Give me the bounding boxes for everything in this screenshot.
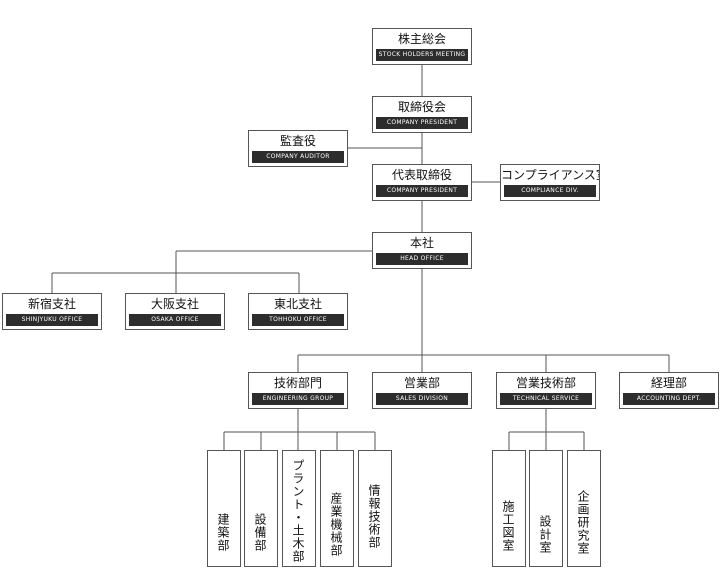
equipment-dept-label: 設備部	[253, 512, 267, 552]
auditor-sublabel: COMPANY AUDITOR	[252, 151, 344, 163]
planning-research-room-label: 企画研究室	[576, 489, 590, 555]
industrial-machinery-dept-box: 産業機械部	[320, 450, 354, 567]
head-office-sublabel: HEAD OFFICE	[376, 253, 468, 265]
construction-dept-box: 建築部	[207, 450, 241, 567]
engineering-group-box: 技術部門 ENGINEERING GROUP	[248, 372, 348, 409]
board-of-directors-label: 取締役会	[397, 100, 446, 114]
stockholders-meeting-box: 株主総会 STOCK HOLDERS MEETING	[372, 28, 472, 65]
construction-drawing-room-label: 施工図室	[501, 500, 515, 552]
engineering-group-label: 技術部門	[273, 376, 322, 390]
compliance-box: コンプライアンス室 COMPLIANCE DIV.	[500, 164, 600, 201]
board-of-directors-sublabel: COMPANY PRESIDENT	[376, 117, 468, 129]
tohoku-office-box: 東北支社 TOHHOKU OFFICE	[248, 293, 348, 330]
planning-research-room-box: 企画研究室	[567, 450, 601, 567]
technical-service-label: 営業技術部	[515, 376, 576, 390]
accounting-dept-label: 経理部	[650, 376, 687, 390]
design-room-label: 設計室	[538, 514, 552, 554]
plant-civil-dept-box: プラント・土木部	[282, 450, 316, 567]
compliance-sublabel: COMPLIANCE DIV.	[504, 185, 596, 197]
tohoku-office-label: 東北支社	[273, 297, 322, 311]
engineering-group-sublabel: ENGINEERING GROUP	[252, 393, 344, 405]
technical-service-box: 営業技術部 TECHNICAL SERVICE	[496, 372, 596, 409]
head-office-box: 本社 HEAD OFFICE	[372, 232, 472, 269]
industrial-machinery-dept-label: 産業機械部	[329, 491, 343, 557]
head-office-label: 本社	[409, 236, 434, 250]
plant-civil-dept-label: プラント・土木部	[291, 459, 305, 563]
construction-dept-label: 建築部	[216, 512, 230, 552]
accounting-dept-box: 経理部 ACCOUNTING DEPT.	[619, 372, 719, 409]
stockholders-meeting-sublabel: STOCK HOLDERS MEETING	[376, 49, 468, 61]
president-sublabel: COMPANY PRESIDENT	[376, 185, 468, 197]
tohoku-office-sublabel: TOHHOKU OFFICE	[252, 314, 344, 326]
sales-division-sublabel: SALES DIVISION	[376, 393, 468, 405]
board-of-directors-box: 取締役会 COMPANY PRESIDENT	[372, 96, 472, 133]
equipment-dept-box: 設備部	[244, 450, 278, 567]
construction-drawing-room-box: 施工図室	[492, 450, 526, 567]
compliance-label: コンプライアンス室	[501, 168, 599, 182]
president-box: 代表取締役 COMPANY PRESIDENT	[372, 164, 472, 201]
shinjuku-office-label: 新宿支社	[27, 297, 76, 311]
shinjuku-office-sublabel: SHINJYUKU OFFICE	[6, 314, 98, 326]
stockholders-meeting-label: 株主総会	[397, 32, 446, 46]
president-label: 代表取締役	[391, 168, 452, 182]
technical-service-sublabel: TECHNICAL SERVICE	[500, 393, 592, 405]
osaka-office-sublabel: OSAKA OFFICE	[129, 314, 221, 326]
osaka-office-label: 大阪支社	[150, 297, 199, 311]
osaka-office-box: 大阪支社 OSAKA OFFICE	[125, 293, 225, 330]
information-tech-dept-label: 情報技術部	[367, 483, 381, 549]
auditor-label: 監査役	[279, 134, 316, 148]
accounting-dept-sublabel: ACCOUNTING DEPT.	[623, 393, 715, 405]
sales-division-label: 営業部	[403, 376, 440, 390]
shinjuku-office-box: 新宿支社 SHINJYUKU OFFICE	[2, 293, 102, 330]
auditor-box: 監査役 COMPANY AUDITOR	[248, 130, 348, 167]
information-tech-dept-box: 情報技術部	[358, 450, 392, 567]
design-room-box: 設計室	[529, 450, 563, 567]
sales-division-box: 営業部 SALES DIVISION	[372, 372, 472, 409]
